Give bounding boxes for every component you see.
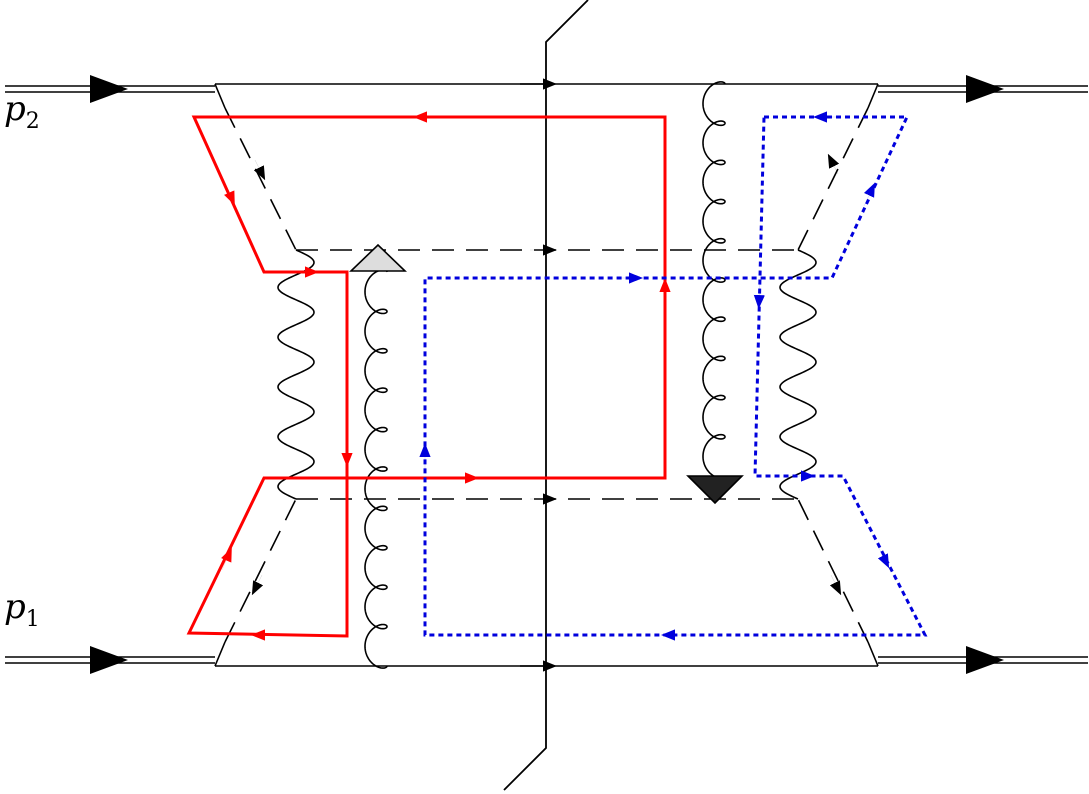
gluon-lines xyxy=(364,81,726,669)
blue-loop-arrows xyxy=(419,111,890,641)
label-p1: p1 xyxy=(4,587,40,632)
incoming-proton-p1 xyxy=(5,646,215,674)
left-photon-line xyxy=(277,249,315,500)
dark-triangle-vertex xyxy=(686,475,744,505)
left-gluon-line xyxy=(364,269,388,669)
final-state-cut xyxy=(503,0,589,791)
photon-lines xyxy=(277,249,817,500)
red-color-flow-loop xyxy=(186,111,671,641)
outgoing-proton-top xyxy=(878,75,1088,103)
right-photon-line xyxy=(779,249,817,500)
right-gluon-line xyxy=(702,81,726,479)
incoming-proton-p2 xyxy=(5,75,215,103)
blue-color-flow-loop xyxy=(423,115,928,637)
light-triangle-vertex xyxy=(349,243,407,272)
label-p2: p2 xyxy=(4,89,40,134)
outgoing-proton-bottom xyxy=(878,646,1088,674)
